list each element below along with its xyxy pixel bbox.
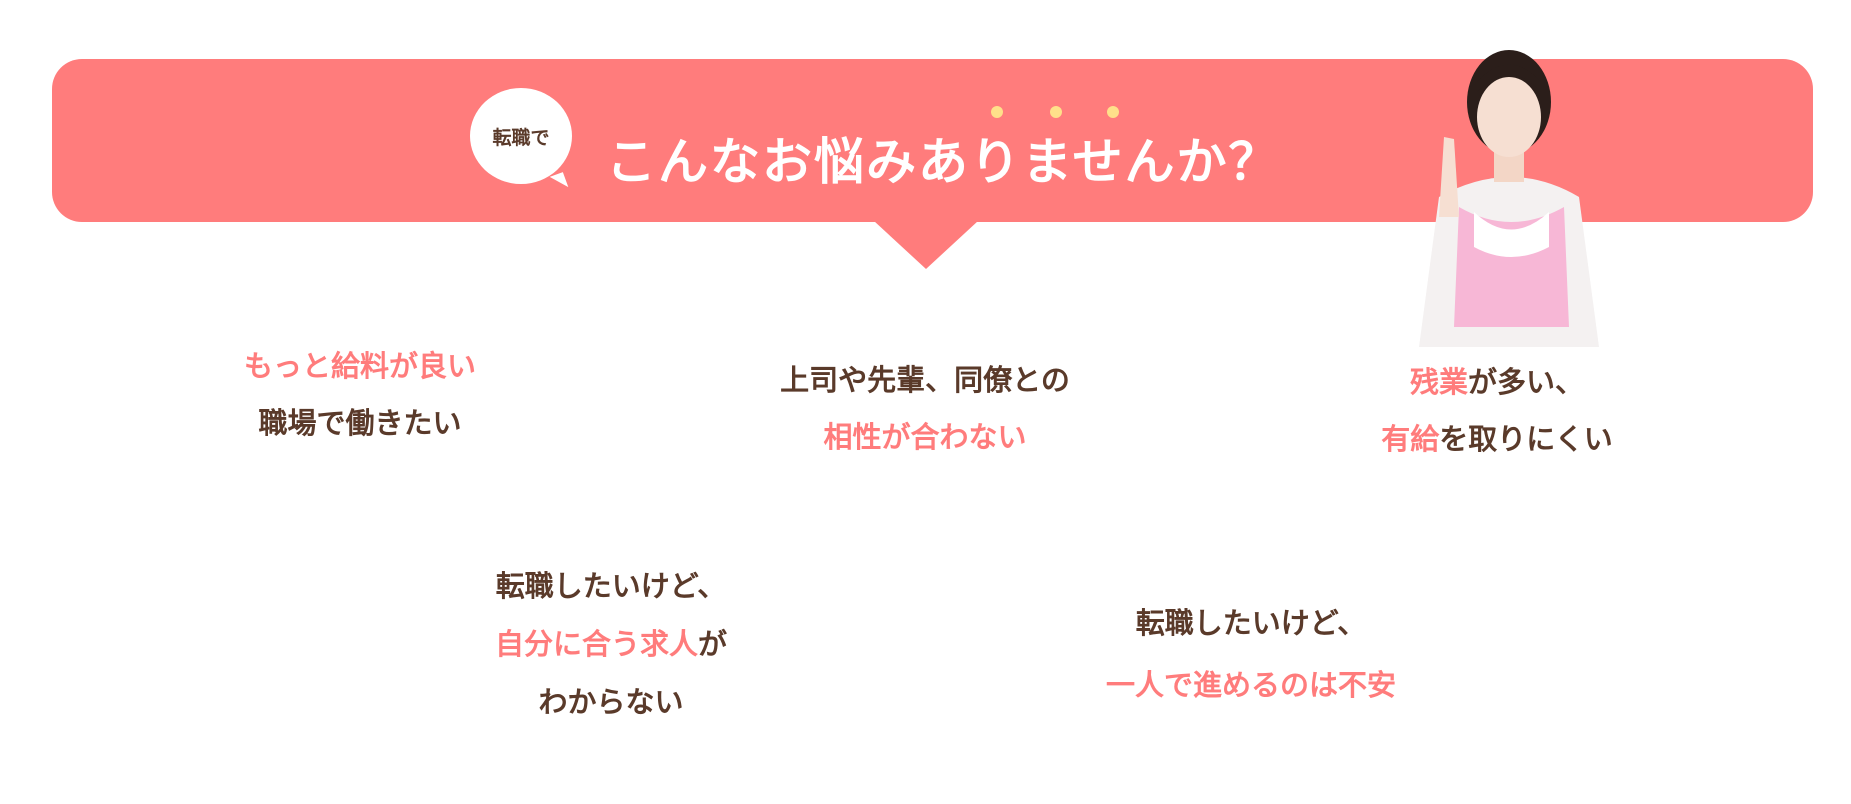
concern-item-matching-jobs: 転職したいけど、 自分に合う求人が わからない (495, 557, 727, 731)
concern-text: もっと給料が良い (243, 349, 477, 383)
nurse-illustration (1399, 50, 1617, 347)
concern-text: が多い、 (1468, 365, 1585, 399)
emphasis-dot (1107, 106, 1119, 118)
concern-highlight: 有給 (1381, 422, 1440, 456)
emphasis-dot (1050, 106, 1062, 118)
concern-text: 転職したいけど、 (495, 569, 727, 603)
concern-highlight: 残業 (1409, 365, 1468, 399)
speech-bubble: 転職で (470, 88, 572, 184)
concern-highlight: 自分に合う求人 (494, 627, 698, 661)
concern-item-overtime: 残業が多い、 有給を取りにくい (1381, 354, 1612, 468)
concern-text: 転職したいけど、 (1135, 606, 1367, 640)
page-title: こんなお悩みありませんか？ (606, 133, 1281, 191)
concern-item-alone: 転職したいけど、 一人で進めるのは不安 (1106, 592, 1396, 716)
concern-text: 一人で進めるのは不安 (1105, 668, 1397, 702)
concern-text: を取りにくい (1439, 422, 1613, 456)
banner-pointer (874, 221, 978, 269)
emphasis-dot (991, 106, 1003, 118)
concern-text: わからない (538, 685, 684, 719)
concern-item-relationships: 上司や先輩、同僚との 相性が合わない (780, 352, 1070, 466)
concern-text: 上司や先輩、同僚との (780, 363, 1070, 397)
concern-text: が (698, 627, 728, 661)
concern-text: 相性が合わない (823, 420, 1027, 454)
bubble-label: 転職で (492, 126, 550, 149)
concern-item-salary: もっと給料が良い 職場で働きたい (244, 338, 476, 452)
concern-text: 職場で働きたい (258, 406, 462, 440)
